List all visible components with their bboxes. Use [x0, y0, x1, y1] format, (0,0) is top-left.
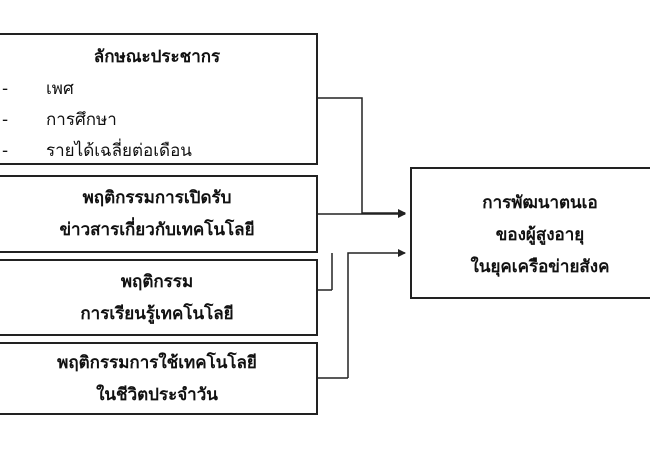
- connector-demographics: [318, 97, 406, 217]
- demographics-item-gender: -เพศ: [2, 79, 74, 99]
- outcome-line2: ของผู้สูงอายุ: [495, 225, 585, 245]
- learning-line1: พฤติกรรม: [120, 272, 194, 292]
- daily-use-line2: ในชีวิตประจำวัน: [96, 385, 218, 405]
- learning-line2: การเรียนรู้เทคโนโลยี: [80, 304, 234, 324]
- learning-box: พฤติกรรม การเรียนรู้เทคโนโลยี: [0, 259, 318, 336]
- connector-merge: [347, 249, 406, 378]
- demographics-title: ลักษณะประชากร: [93, 47, 221, 67]
- demographics-item-income: -รายได้เฉลี่ยต่อเดือน: [2, 141, 192, 161]
- news-exposure-line2: ข่าวสารเกี่ยวกับเทคโนโลยี: [59, 220, 255, 240]
- daily-use-box: พฤติกรรมการใช้เทคโนโลยี ในชีวิตประจำวัน: [0, 342, 318, 415]
- outcome-line1: การพัฒนาตนเอ: [482, 193, 598, 213]
- news-exposure-line1: พฤติกรรมการเปิดรับ: [82, 188, 232, 208]
- daily-use-line1: พฤติกรรมการใช้เทคโนโลยี: [57, 353, 257, 373]
- demographics-box: ลักษณะประชากร -เพศ -การศึกษา -รายได้เฉลี…: [0, 33, 318, 165]
- outcome-box: การพัฒนาตนเอ ของผู้สูงอายุ ในยุคเครือข่า…: [410, 167, 650, 299]
- demographics-item-education: -การศึกษา: [2, 110, 117, 130]
- outcome-line3: ในยุคเครือข่ายสังค: [470, 257, 610, 277]
- news-exposure-box: พฤติกรรมการเปิดรับ ข่าวสารเกี่ยวกับเทคโน…: [0, 175, 318, 253]
